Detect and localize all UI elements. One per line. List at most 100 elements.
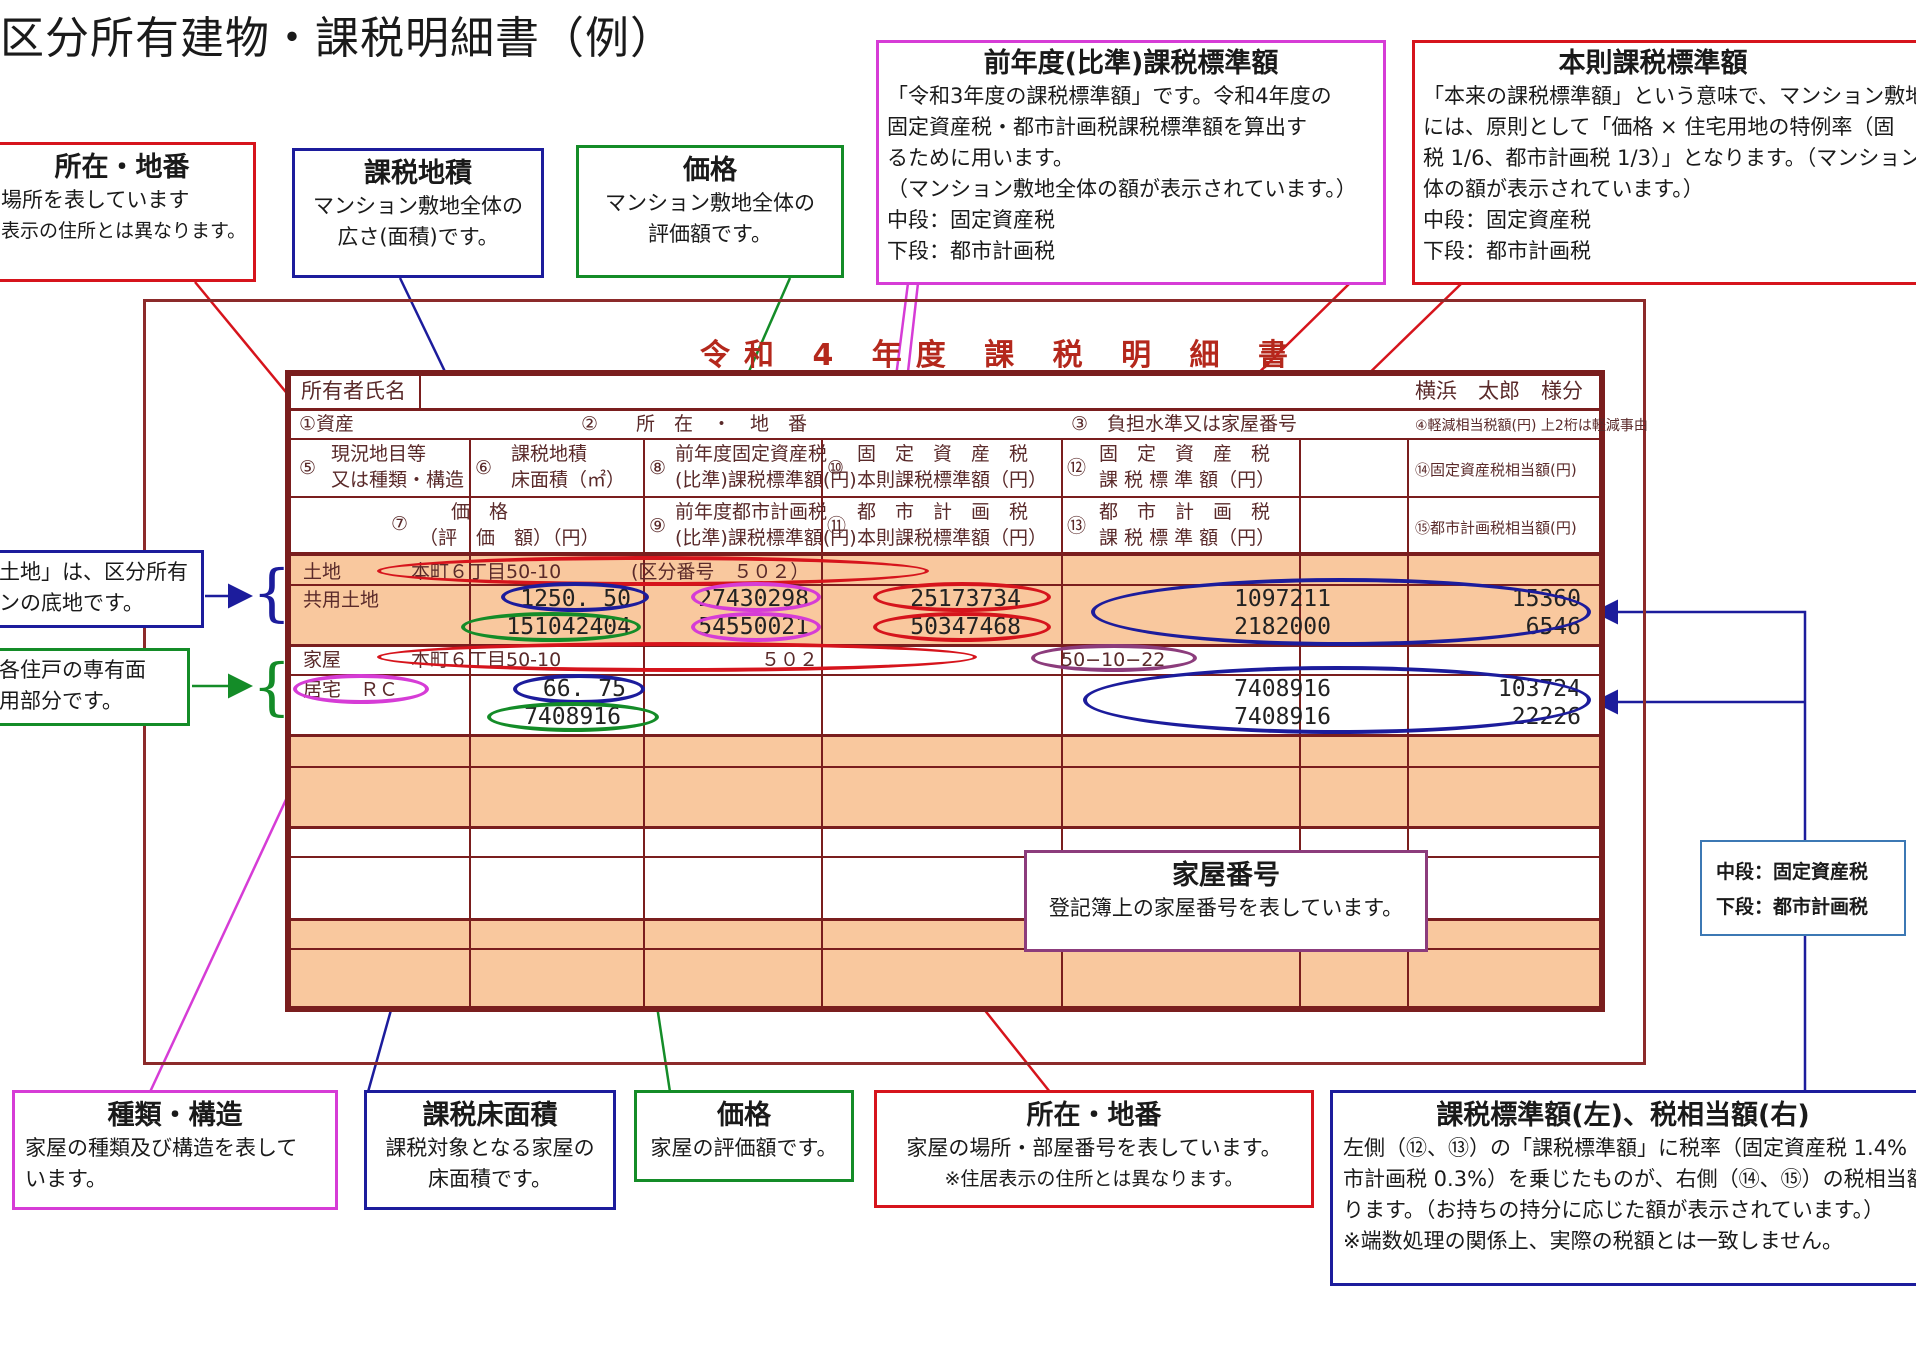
owner-label: 所有者氏名 — [301, 379, 406, 403]
header-12-num: ⑫ — [1067, 457, 1087, 479]
callout-location-house-line-1: 家屋の場所・部屋番号を表しています。 — [906, 1136, 1282, 1160]
ellipse-land-area — [501, 582, 649, 612]
callout-house-price-title: 価格 — [717, 1100, 771, 1131]
header-asset: ①資産 — [299, 413, 355, 435]
callout-mid-lower-line-2: 下段：都市計画税 — [1716, 896, 1869, 918]
callout-prev-standard: 前年度(比準)課税標準額 「令和3年度の課税標準額」です。令和4年度の 固定資産… — [876, 40, 1386, 285]
header-13-a: 都 市 計 画 税 — [1099, 501, 1271, 523]
ellipse-house-standard-tax — [1083, 666, 1591, 734]
callout-land-price-line-2: 評価額です。 — [648, 222, 772, 246]
header-10-a: 固 定 資 産 税 — [857, 443, 1029, 465]
callout-standard-tax-line-3: ります。（お持ちの持分に応じた額が表示されています。） — [1343, 1198, 1885, 1222]
callout-standard-tax-line-4: ※端数処理の関係上、実際の税額とは一致しません。 — [1343, 1229, 1843, 1253]
callout-prev-standard-line-4: （マンション敷地全体の額が表示されています。） — [887, 177, 1357, 201]
callout-prev-standard-line-6: 下段：都市計画税 — [887, 239, 1055, 263]
callout-land-area-title: 課税地積 — [364, 158, 472, 189]
callout-floor-area: 課税床面積 課税対象となる家屋の 床面積です。 — [364, 1090, 616, 1210]
callout-floor-area-line-2: 床面積です。 — [428, 1167, 552, 1191]
callout-location-land-line-2: 表示の住所とは異なります。 — [1, 220, 247, 242]
header-9-num: ⑨ — [649, 515, 667, 537]
callout-location-land-title: 所在・地番 — [54, 152, 190, 183]
callout-base-standard-line-5: 中段：固定資産税 — [1423, 208, 1591, 232]
land-category: 共用土地 — [303, 589, 380, 611]
callout-house-number-line-1: 登記簿上の家屋番号を表しています。 — [1048, 896, 1404, 920]
house-brace: { — [252, 650, 292, 723]
header-11-a: 都 市 計 画 税 — [857, 501, 1029, 523]
ellipse-land-base-fixed — [873, 582, 1051, 612]
callout-type-structure: 種類・構造 家屋の種類及び構造を表して います。 — [12, 1090, 338, 1210]
callout-prev-standard-line-1: 「令和3年度の課税標準額」です。令和4年度の — [887, 84, 1332, 108]
header-6-b: 床面積（㎡） — [511, 469, 626, 491]
header-7-a: 価 格 — [451, 501, 509, 523]
ellipse-land-price — [461, 612, 641, 642]
callout-base-standard-line-4: 体の額が表示されています。） — [1423, 177, 1704, 201]
owner-value: 横浜 太郎 様分 — [1415, 379, 1583, 403]
callout-standard-tax-title: 課税標準額(左)、税相当額(右) — [1436, 1100, 1810, 1131]
header-8-num: ⑧ — [649, 457, 667, 479]
callout-land-area-line-2: 広さ(面積)です。 — [337, 225, 499, 249]
callout-house-price-line-1: 家屋の評価額です。 — [650, 1136, 838, 1160]
statement-title: 令和 4 年度 課 税 明 細 書 — [700, 338, 1302, 373]
header-9-a: 前年度都市計画税 — [675, 501, 828, 523]
ellipse-land-prev-city — [691, 612, 821, 642]
callout-floor-area-line-1: 課税対象となる家屋の — [385, 1136, 595, 1160]
header-12-a: 固 定 資 産 税 — [1099, 443, 1271, 465]
ellipse-house-location — [377, 642, 977, 672]
header-10-num: ⑩ — [827, 457, 845, 479]
callout-prev-standard-line-3: るために用います。 — [887, 146, 1074, 170]
header-7-num: ⑦ — [391, 513, 409, 535]
ellipse-land-standard-tax — [1091, 578, 1591, 646]
callout-type-structure-title: 種類・構造 — [107, 1100, 243, 1131]
land-brace: { — [252, 556, 292, 629]
blank-row-bg-1 — [291, 736, 1599, 826]
callout-type-structure-line-2: います。 — [25, 1167, 107, 1191]
callout-base-standard-line-1: 「本来の課税標準額」という意味で、マンション敷地 — [1423, 84, 1916, 108]
callout-location-house-line-2: ※住居表示の住所とは異なります。 — [944, 1168, 1244, 1190]
header-11-b: 本則課税標準額（円） — [857, 527, 1048, 549]
ellipse-land-base-city — [873, 612, 1051, 642]
page-title: 区分所有建物・課税明細書（例） — [0, 13, 675, 64]
header-10-b: 本則課税標準額（円） — [857, 469, 1048, 491]
callout-house-number: 家屋番号 登記簿上の家屋番号を表しています。 — [1024, 850, 1428, 952]
header-8-a: 前年度固定資産税 — [675, 443, 828, 465]
callout-land-price: 価格 マンション敷地全体の 評価額です。 — [576, 145, 844, 278]
header-6-a: 課税地積 — [511, 443, 588, 465]
callout-base-standard-line-3: 税 1/6、都市計画税 1/3）」となります。（マンション — [1423, 146, 1916, 170]
callout-land-note-line-1: 土地」は、区分所有 — [0, 560, 188, 584]
callout-standard-tax-line-2: 市計画税 0.3%）を乗じたものが、右側（⑭、⑮）の税相当額 — [1343, 1167, 1916, 1191]
callout-standard-tax-line-1: 左側（⑫、⑬）の「課税標準額」に税率（固定資産税 1.4% — [1343, 1136, 1908, 1160]
callout-location-land-line-1: 場所を表しています — [1, 188, 190, 212]
callout-floor-area-title: 課税床面積 — [422, 1100, 558, 1131]
ellipse-house-area — [513, 674, 645, 704]
header-reduction: ④軽減相当税額(円) 上2桁は軽減事由 — [1415, 418, 1648, 434]
callout-prev-standard-title: 前年度(比準)課税標準額 — [983, 48, 1279, 79]
header-13-num: ⑬ — [1067, 515, 1087, 537]
land-asset: 土地 — [303, 561, 342, 583]
callout-mid-lower-line-1: 中段：固定資産税 — [1716, 861, 1869, 883]
callout-standard-tax: 課税標準額(左)、税相当額(右) 左側（⑫、⑬）の「課税標準額」に税率（固定資産… — [1330, 1090, 1916, 1286]
callout-location-house-title: 所在・地番 — [1026, 1100, 1162, 1131]
callout-base-standard: 本則課税標準額 「本来の課税標準額」という意味で、マンション敷地 には、原則とし… — [1412, 40, 1916, 285]
callout-land-area: 課税地積 マンション敷地全体の 広さ(面積)です。 — [292, 148, 544, 278]
callout-land-area-line-1: マンション敷地全体の — [313, 194, 523, 218]
header-12-b: 課 税 標 準 額（円） — [1099, 469, 1276, 491]
header-5-num: ⑤ — [299, 457, 317, 479]
callout-location-house: 所在・地番 家屋の場所・部屋番号を表しています。 ※住居表示の住所とは異なります… — [874, 1090, 1314, 1208]
callout-land-note-line-2: ンの底地です。 — [0, 591, 144, 615]
header-location: ② 所 在 ・ 地 番 — [581, 413, 808, 435]
callout-house-price: 価格 家屋の評価額です。 — [634, 1090, 854, 1182]
callout-house-note-line-2: 用部分です。 — [0, 689, 123, 713]
header-13-b: 課 税 標 準 額（円） — [1099, 527, 1276, 549]
header-8-b: (比準)課税標準額(円) — [675, 469, 857, 491]
header-11-num: ⑪ — [827, 515, 847, 537]
house-asset: 家屋 — [303, 649, 342, 671]
callout-base-standard-line-2: には、原則として「価格 × 住宅用地の特例率（固 — [1423, 115, 1895, 139]
header-7-b: （評 価 額）（円） — [419, 527, 600, 549]
callout-prev-standard-line-5: 中段：固定資産税 — [887, 208, 1055, 232]
header-5-b: 又は種類・構造 — [331, 469, 465, 491]
ellipse-land-location — [377, 556, 929, 586]
callout-land-price-line-1: マンション敷地全体の — [605, 191, 815, 215]
callout-house-note: 各住戸の専有面 用部分です。 — [0, 648, 190, 726]
callout-house-number-title: 家屋番号 — [1172, 860, 1280, 891]
callout-prev-standard-line-2: 固定資産税・都市計画税課税標準額を算出す — [887, 115, 1307, 139]
